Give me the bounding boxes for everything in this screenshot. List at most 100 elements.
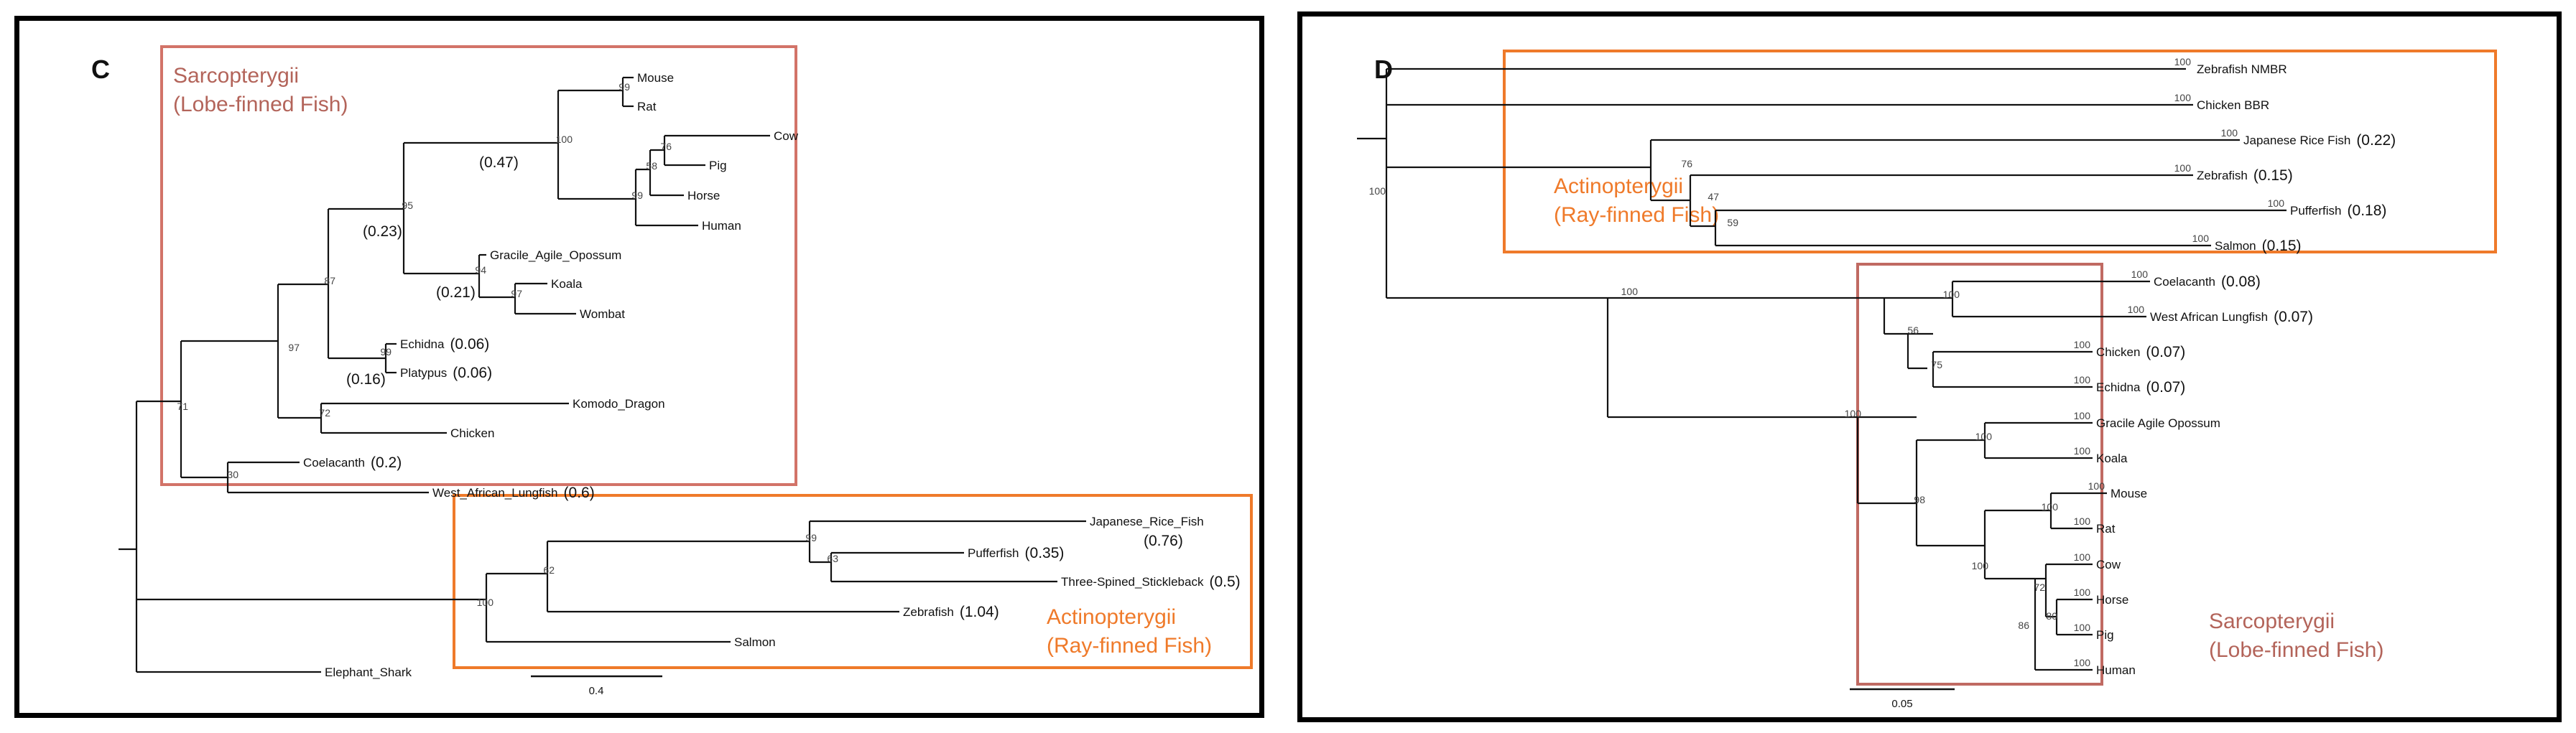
bootstrap-t_mouse: 100: [2088, 480, 2105, 492]
branch-length-pufferfish: (0.18): [2348, 202, 2387, 219]
taxon-zebrafish: Zebrafish: [2197, 169, 2248, 182]
bootstrap-n_cl: 100: [1943, 289, 1960, 300]
actinopterygii-title: Actinopterygii: [1554, 174, 1683, 198]
sarcopterygii-box: [1856, 263, 2103, 686]
bootstrap-n_zps: 47: [1708, 191, 1719, 202]
taxon-koala: Koala: [551, 277, 583, 291]
taxon-human: Human: [702, 219, 741, 233]
bootstrap-t_coel: 100: [2131, 269, 2149, 280]
bootstrap-actinoinner: 62: [543, 564, 555, 576]
bootstrap-t_jrf: 100: [2221, 127, 2238, 139]
taxon-salmon: Salmon: [734, 635, 776, 649]
taxon-cbbr: Chicken BBR: [2197, 98, 2269, 112]
taxon-horse: Horse: [687, 189, 720, 202]
bootstrap-n_root: 100: [1369, 185, 1386, 197]
taxon-echidna: Echidna: [400, 337, 445, 351]
branch-length-zebrafish: (1.04): [960, 604, 999, 620]
bootstrap-sarcoroot: 71: [177, 401, 188, 412]
bootstrap-t_chick: 100: [2074, 339, 2091, 350]
bootstrap-n_mr: 100: [2042, 501, 2059, 513]
tree-c-branch-lengths: (0.47)(0.23)(0.21)(0.16)(0.76): [346, 154, 1183, 549]
bootstrap-n_mar: 100: [1975, 431, 1993, 442]
branch-length-marsupial_len: (0.21): [436, 284, 476, 301]
bootstrap-n_tetra: 100: [1845, 408, 1862, 419]
taxon-opossum: Gracile Agile Opossum: [2096, 416, 2220, 430]
taxon-zebrafish: Zebrafish: [903, 605, 954, 619]
taxon-salmon: Salmon: [2215, 239, 2256, 253]
branch-length-salmon: (0.15): [2262, 238, 2302, 254]
taxon-lungfish: West African Lungfish: [2150, 310, 2268, 324]
bootstrap-coelung: 30: [227, 469, 238, 480]
panel-c-tree: C Sarcopterygii (Lobe-finned Fish) Actin…: [91, 45, 1253, 697]
bootstrap-marsupial: 94: [475, 264, 486, 276]
bootstrap-mammalp: 87: [324, 275, 335, 286]
branch-length-echidna: (0.06): [450, 336, 489, 353]
sarcopterygii-title: Sarcopterygii: [2209, 610, 2335, 633]
bootstrap-neoteleost: 99: [805, 532, 817, 543]
bootstrap-t_znmbr: 100: [2174, 56, 2192, 67]
bootstrap-monotreme: 99: [380, 346, 392, 358]
bootstrap-t_cow: 100: [2074, 551, 2091, 563]
tree-c-taxa: MouseRatCowPigHorseHumanGracile_Agile_Op…: [303, 71, 1241, 679]
taxon-pufferfish: Pufferfish: [2290, 204, 2342, 218]
bootstrap-t_zebra: 100: [2174, 162, 2192, 174]
actinopterygii-subtitle: (Ray-finned Fish): [1047, 634, 1212, 658]
bootstrap-n_fishes: 76: [1681, 158, 1692, 169]
bootstrap-n_ce: 75: [1931, 359, 1942, 370]
branch-length-coelacanth: (0.2): [371, 454, 402, 471]
taxon-znmbr: Zebrafish NMBR: [2197, 62, 2287, 76]
bootstrap-t_salmon: 100: [2192, 233, 2210, 244]
taxon-chicken: Chicken: [450, 426, 494, 440]
taxon-coelacanth: Coelacanth: [2154, 275, 2215, 289]
branch-length-lungfish: (0.07): [2274, 309, 2313, 325]
taxon-horse: Horse: [2096, 593, 2128, 607]
taxon-human: Human: [2096, 663, 2136, 677]
branch-length-chicken: (0.07): [2146, 344, 2185, 360]
branch-length-pufferfish: (0.35): [1025, 545, 1065, 561]
sarcopterygii-subtitle: (Lobe-finned Fish): [2209, 638, 2383, 662]
bootstrap-cowpig: 76: [660, 141, 672, 152]
sarcopterygii-box: [160, 45, 797, 486]
taxon-mouse: Mouse: [2111, 487, 2147, 500]
bootstrap-t_lung: 100: [2128, 304, 2145, 315]
taxon-pufferfish: Pufferfish: [968, 546, 1019, 560]
taxon-rat: Rat: [2096, 522, 2116, 536]
taxon-mouse: Mouse: [637, 71, 674, 85]
branch-length-placental_len: (0.47): [479, 154, 519, 171]
panel-c: C Sarcopterygii (Lobe-finned Fish) Actin…: [14, 16, 1264, 718]
actinopterygii-subtitle: (Ray-finned Fish): [1554, 203, 1719, 227]
bootstrap-n_mam: 98: [1914, 494, 1925, 505]
tree-c-edges: [119, 76, 1086, 673]
bootstrap-n_chp: 72: [2034, 582, 2045, 593]
branch-length-coelacanth: (0.08): [2221, 274, 2261, 290]
bootstrap-tetrapod: 97: [288, 342, 300, 353]
bootstrap-n_cl2: 56: [1907, 325, 1919, 336]
bootstrap-cphorse: 58: [646, 160, 657, 172]
bootstrap-mammal: 95: [402, 200, 413, 211]
branch-length-monotreme_len: (0.16): [346, 371, 386, 388]
tree-d-bootstraps: 100 100 100 100 100 100 100 100 100 100 100 100 100 1…: [1369, 56, 2285, 668]
bootstrap-n_eut: 100: [1972, 560, 1989, 571]
bootstrap-t_pig: 100: [2074, 622, 2091, 633]
taxon-koala: Koala: [2096, 452, 2128, 465]
bootstrap-pufstick: 63: [827, 553, 838, 564]
branch-length-platypus: (0.06): [453, 365, 492, 381]
bootstrap-cphhuman: 99: [631, 190, 643, 201]
bootstrap-t_human: 100: [2074, 657, 2091, 668]
panel-d: D Actinopterygii (Ray-finned Fish) Sarco…: [1297, 11, 2562, 722]
taxon-lungfish: West_African_Lungfish: [432, 486, 558, 500]
sarcopterygii-title: Sarcopterygii: [173, 64, 299, 88]
bootstrap-n_human: 86: [2018, 620, 2029, 631]
taxon-stickleback: Three-Spined_Stickleback: [1061, 575, 1204, 589]
bootstrap-n_sarco: 100: [1621, 286, 1639, 297]
taxon-cow: Cow: [2096, 558, 2121, 571]
bootstrap-mr: 99: [618, 81, 630, 93]
branch-length-stickleback: (0.5): [1209, 574, 1240, 590]
taxon-chicken: Chicken: [2096, 345, 2140, 359]
bootstrap-t_horse: 100: [2074, 587, 2091, 598]
bootstrap-t_echid: 100: [2074, 374, 2091, 386]
bootstrap-t_opos: 100: [2074, 410, 2091, 421]
scale-bar-c-label: 0.4: [589, 685, 604, 697]
bootstrap-n_ps: 59: [1727, 217, 1738, 228]
